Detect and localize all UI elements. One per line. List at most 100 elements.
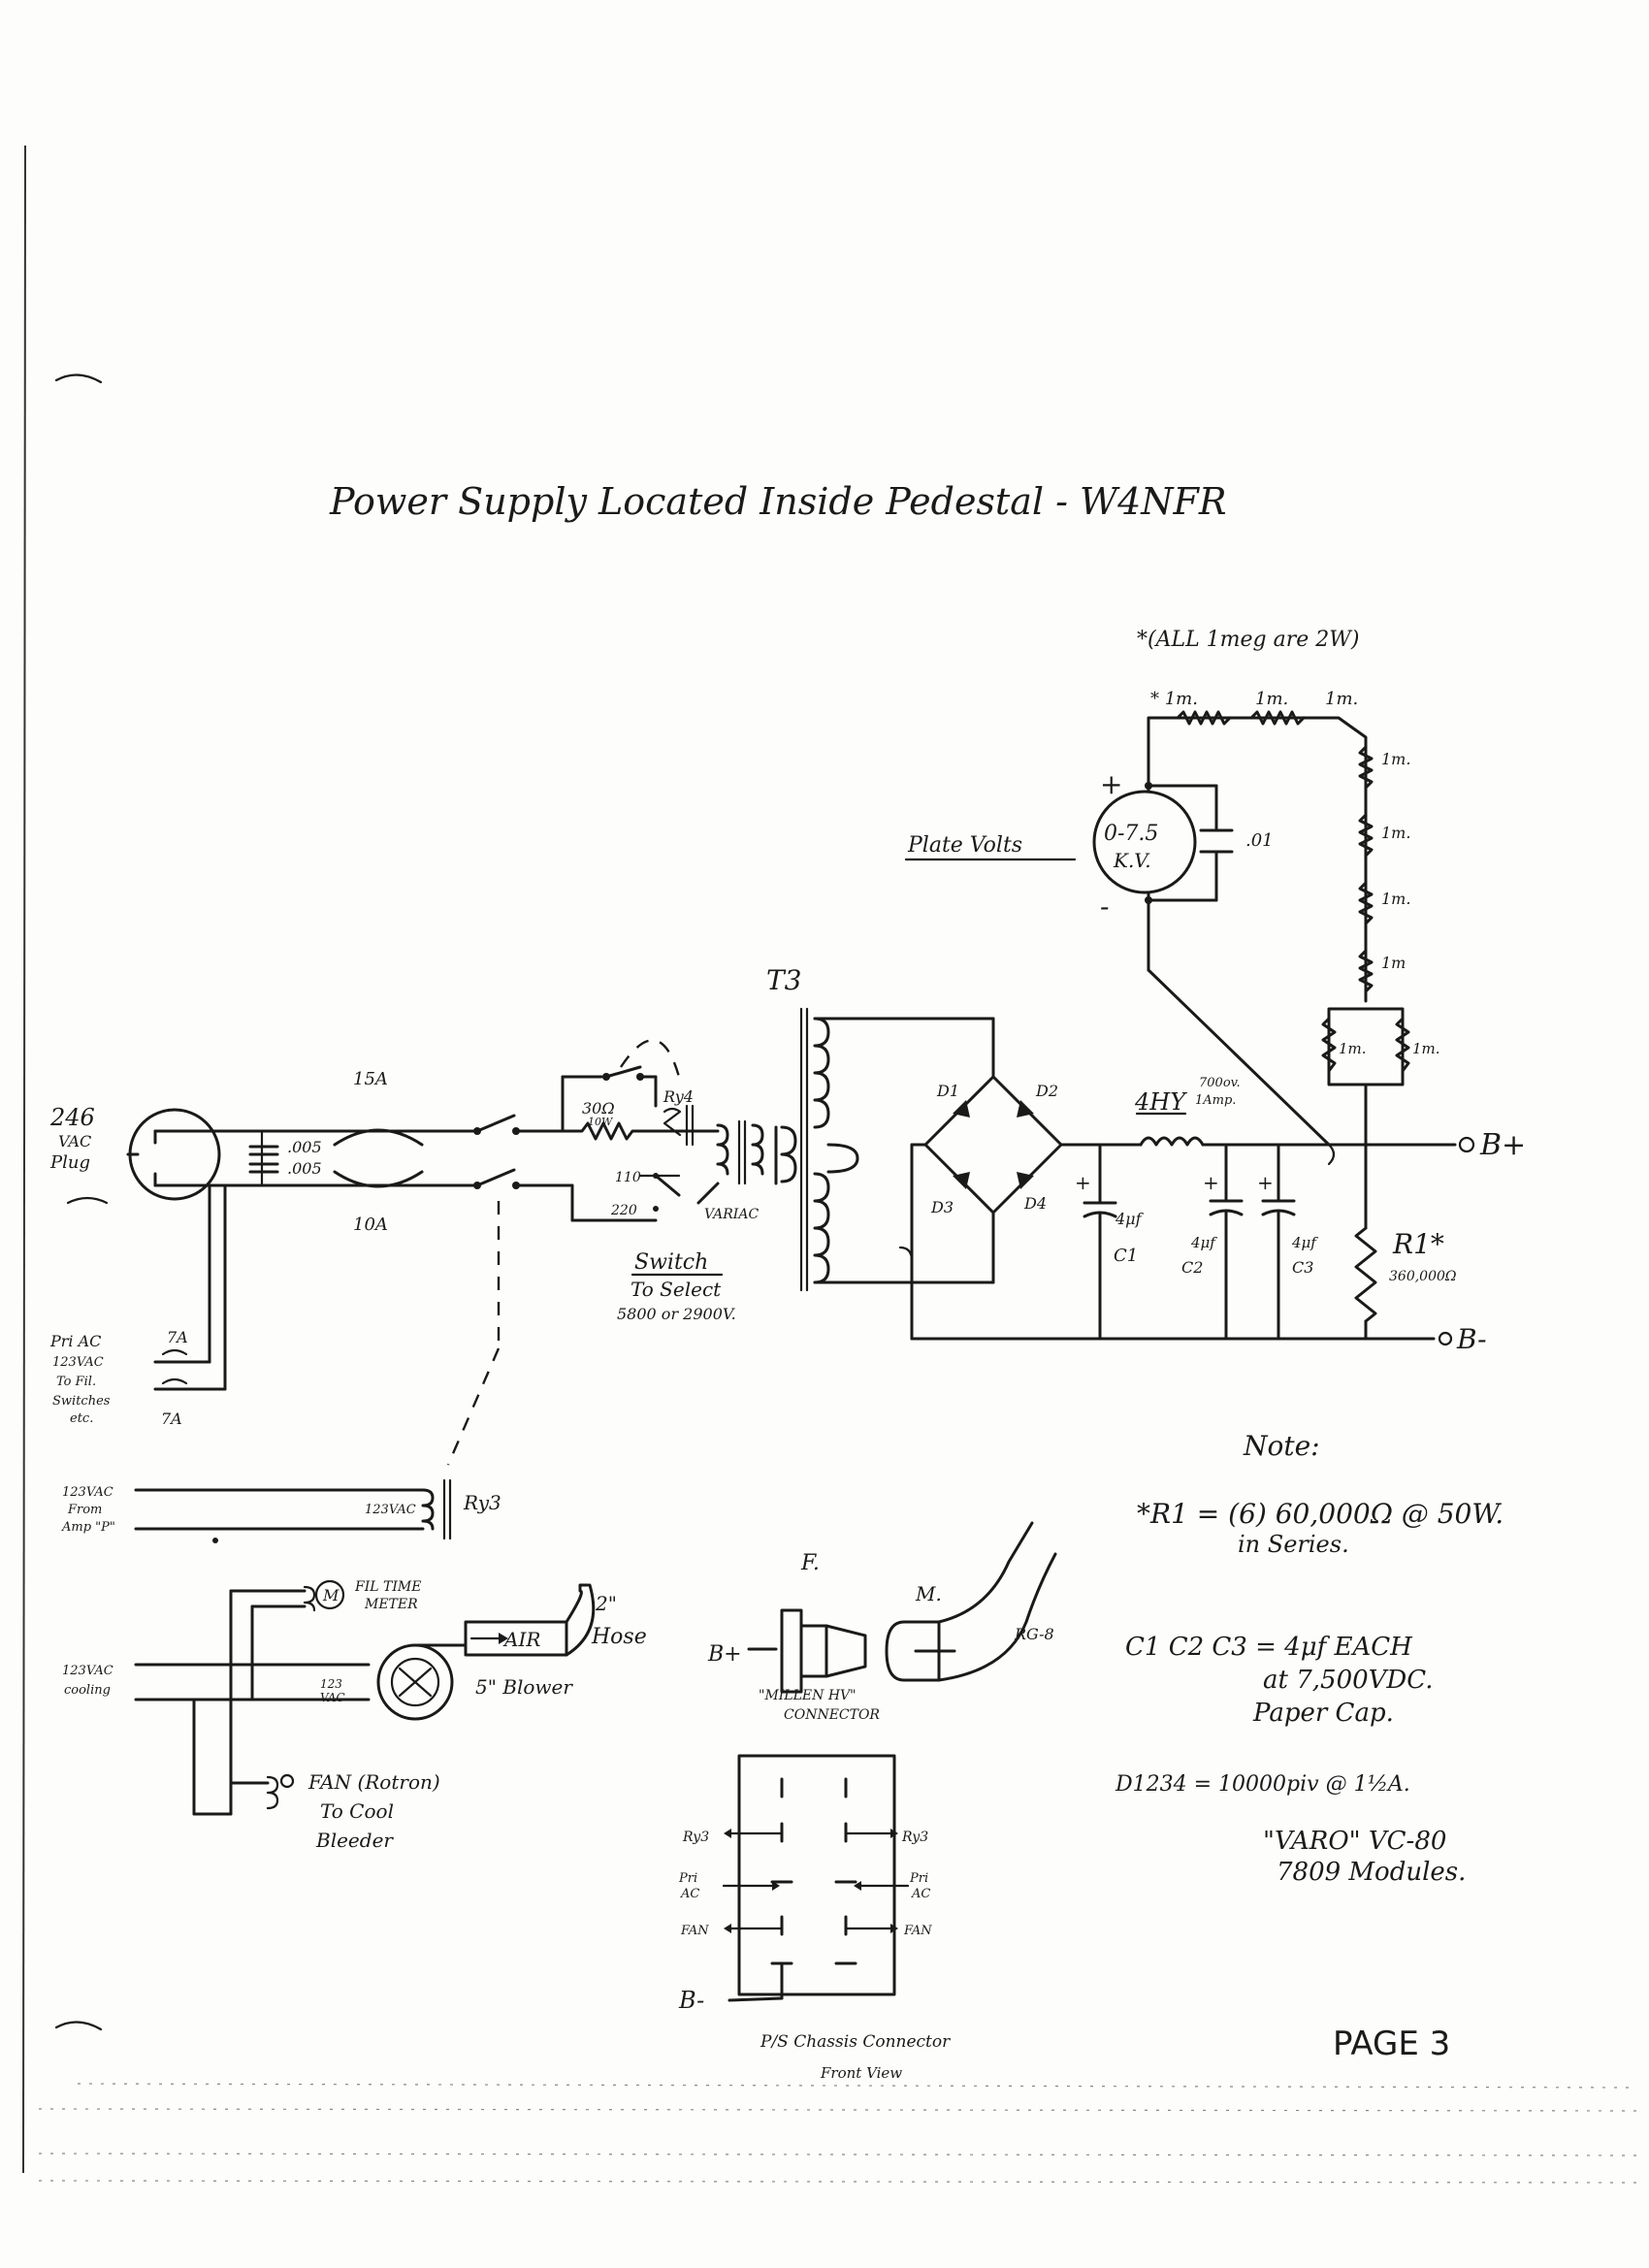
pri-ac-to-fil: To Fil. (56, 1375, 96, 1389)
page-number: PAGE 3 (1333, 2025, 1450, 2063)
b-minus-terminal (1438, 1331, 1453, 1346)
note-varo: "VARO" VC-80 (1263, 1827, 1446, 1856)
meter-cap-value: .01 (1245, 830, 1274, 851)
chassis-connector-view: Front View (820, 2064, 902, 2082)
c3-value: 4μf (1291, 1234, 1318, 1251)
fil-time-label: FIL TIME (354, 1579, 421, 1595)
side-resistor-label-3: 1m. (1381, 890, 1410, 908)
fil-time-meter-symbol (314, 1579, 345, 1610)
blower-label: 5" Blower (475, 1675, 573, 1699)
bleeder-note: *(ALL 1meg are 2W) (1137, 628, 1359, 652)
t3-label: T3 (766, 964, 802, 996)
resistor-30-label: 30Ω (582, 1099, 615, 1118)
r1-label: R1* (1392, 1228, 1444, 1260)
chassis-connector-caption: P/S Chassis Connector (760, 2032, 951, 2052)
choke-label: 4HY (1134, 1088, 1187, 1116)
fan-purpose-1: To Cool (320, 1799, 394, 1823)
relay-ry4-step-start: 30Ω 10W Ry4 (561, 1039, 695, 1147)
fuse-15a: 15A (333, 1069, 424, 1147)
hv-female-flange (780, 1608, 803, 1694)
switch-note-title: Switch (634, 1250, 708, 1275)
switch-note-line1: To Select (630, 1278, 722, 1301)
choke-rating-current: 1Amp. (1195, 1093, 1236, 1108)
fil-meter-label: METER (364, 1597, 418, 1612)
note-caps-voltage: at 7,500VDC. (1263, 1666, 1434, 1695)
hv-male-label: M. (915, 1582, 942, 1605)
pri-ac-etc: etc. (70, 1411, 93, 1426)
cooling-circuit: 123VAC cooling M FIL TIME METER 123 VAC … (62, 1579, 647, 1852)
choke-4hy (1139, 1136, 1205, 1147)
ry3-coil-volts: 123VAC (365, 1503, 416, 1517)
hv-female-label: F. (800, 1551, 820, 1575)
variac-tap-220: 220 (610, 1203, 637, 1218)
component-notes: Note: *R1 = (6) 60,000Ω @ 50W. in Series… (1115, 1430, 1504, 1887)
pin-fan-left: FAN (680, 1924, 709, 1938)
chassis-connector-body (737, 1754, 896, 1996)
c1-name: C1 (1114, 1246, 1138, 1266)
ry3-input-from: From (67, 1503, 102, 1517)
d4-label: D4 (1023, 1194, 1047, 1213)
air-label: AIR (502, 1628, 540, 1651)
meter-unit: K.V. (1113, 849, 1151, 872)
resistor-30-ohm (561, 1121, 671, 1141)
note-r1-series: in Series. (1238, 1531, 1349, 1558)
switch-note-line2: 5800 or 2900V. (617, 1305, 736, 1323)
variac: VARIAC 110 220 (570, 1119, 764, 1222)
svg-text:+: + (1257, 1171, 1274, 1194)
fuse-10a: 10A (333, 1170, 424, 1235)
pair-label-2: 1m. (1412, 1040, 1440, 1057)
pin-pri-right-1: Pri (909, 1871, 928, 1886)
capacitor-c3: + 4μf C3 (1257, 1143, 1318, 1341)
page-margin-line (22, 145, 26, 2174)
top-resistor-2 (1249, 710, 1306, 726)
capacitor-c1: + 4μf C1 (1075, 1143, 1145, 1341)
diode-d2 (1017, 1100, 1034, 1118)
hv-male-plug (885, 1620, 941, 1682)
diode-d1 (953, 1100, 970, 1118)
scan-noise (38, 2083, 1640, 2184)
plate-volts-meter: 0-7.5 K.V. + - .01 Plate Volts (904, 726, 1274, 923)
pin-pri-left-1: Pri (678, 1871, 697, 1886)
c3-name: C3 (1292, 1258, 1313, 1277)
pin-ry3-left: Ry3 (682, 1830, 709, 1845)
side-resistor-1 (1358, 745, 1374, 790)
meter-symbol: M (322, 1586, 340, 1604)
side-resistor-label-2: 1m. (1381, 824, 1410, 842)
fuse-bottom-label: 10A (353, 1215, 388, 1235)
relay-ry3: Ry3 123VAC 123VAC From Amp "P" (61, 1478, 501, 1543)
meter-minus: - (1100, 891, 1109, 923)
side-resistor-2 (1358, 813, 1374, 858)
plug-246vac: 246 VAC Plug (49, 1104, 221, 1201)
side-resistor-label-4: 1m (1381, 954, 1406, 972)
fan-purpose-2: Bleeder (315, 1829, 394, 1852)
diode-d3 (953, 1172, 970, 1189)
pair-label-1: 1m. (1339, 1040, 1367, 1057)
plug-label-volts: 246 (49, 1104, 95, 1131)
hv-bplus-label: B+ (707, 1642, 742, 1667)
variac-coil (716, 1123, 729, 1176)
fan-icon (279, 1773, 295, 1789)
t3-secondary-lower (813, 1172, 830, 1284)
hose-outlet (565, 1583, 590, 1624)
pri-ac-output: 7A 7A Pri AC 123VAC To Fil. Switches etc… (49, 1183, 227, 1428)
notes-heading: Note: (1243, 1430, 1320, 1462)
top-resistor-label-2: 1m. (1255, 689, 1288, 709)
meter-range: 0-7.5 (1104, 822, 1158, 846)
b-plus-label: B+ (1479, 1128, 1526, 1162)
r1-value: 360,000Ω (1389, 1269, 1457, 1284)
note-diodes: D1234 = 10000piv @ 1½A. (1115, 1772, 1410, 1797)
page-title: Power Supply Located Inside Pedestal - W… (329, 480, 1226, 523)
pri-ac-switches: Switches (52, 1394, 111, 1409)
rg8-cable (937, 1521, 1034, 1624)
meter-label: Plate Volts (907, 833, 1022, 858)
resistor-r1-bleeder: R1* 360,000Ω (1354, 1143, 1457, 1341)
ry3-input-amp: Amp "P" (61, 1520, 115, 1535)
d1-label: D1 (936, 1082, 959, 1100)
top-resistor-label-3: 1m. (1325, 689, 1358, 709)
note-modules: 7809 Modules. (1277, 1858, 1466, 1887)
meter-circle (1092, 790, 1197, 894)
pin-pri-right-2: AC (911, 1887, 930, 1901)
choke-rating-voltage: 700ov. (1199, 1076, 1241, 1090)
fan-label: FAN (Rotron) (307, 1770, 440, 1794)
main-switch (454, 1114, 574, 1189)
